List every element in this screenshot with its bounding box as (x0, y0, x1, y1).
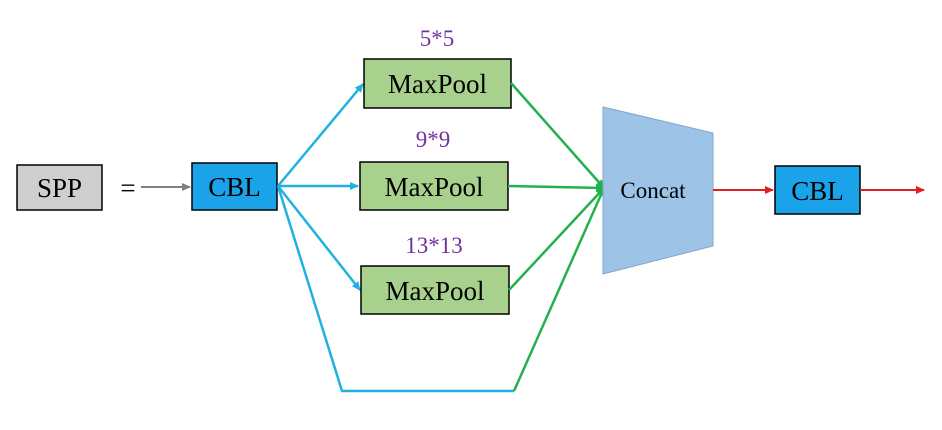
maxpool-9-box (359, 161, 509, 211)
maxpool-13-label: MaxPool (385, 276, 484, 306)
cbl-output-label: CBL (791, 176, 844, 206)
cbl-input-box (191, 162, 278, 211)
concat-label: Concat (620, 178, 686, 203)
maxpool-9-label: MaxPool (384, 172, 483, 202)
bypass-blue-path (276, 185, 514, 393)
maxpool-5-box (363, 58, 512, 109)
cbl-to-maxpool-13-arrow (277, 185, 361, 291)
kernel-label-5: 5*5 (420, 26, 455, 51)
maxpool-5-to-concat-arrow (510, 82, 605, 189)
bypass-green-arrow (512, 187, 606, 392)
maxpool-13-to-concat-arrow (508, 187, 605, 291)
maxpool-13-box (360, 265, 510, 315)
maxpool-5-label: MaxPool (388, 69, 487, 99)
spp-box (16, 164, 103, 211)
cbl-input-label: CBL (208, 172, 261, 202)
equals-sign: = (120, 173, 135, 203)
kernel-label-9: 9*9 (416, 127, 451, 152)
cbl-output-box (774, 165, 861, 215)
concat-block (602, 106, 714, 275)
spp-label: SPP (37, 173, 82, 203)
maxpool-9-to-concat-arrow (507, 183, 605, 192)
cbl-to-maxpool-5-arrow (277, 83, 364, 187)
kernel-label-13: 13*13 (405, 233, 463, 258)
